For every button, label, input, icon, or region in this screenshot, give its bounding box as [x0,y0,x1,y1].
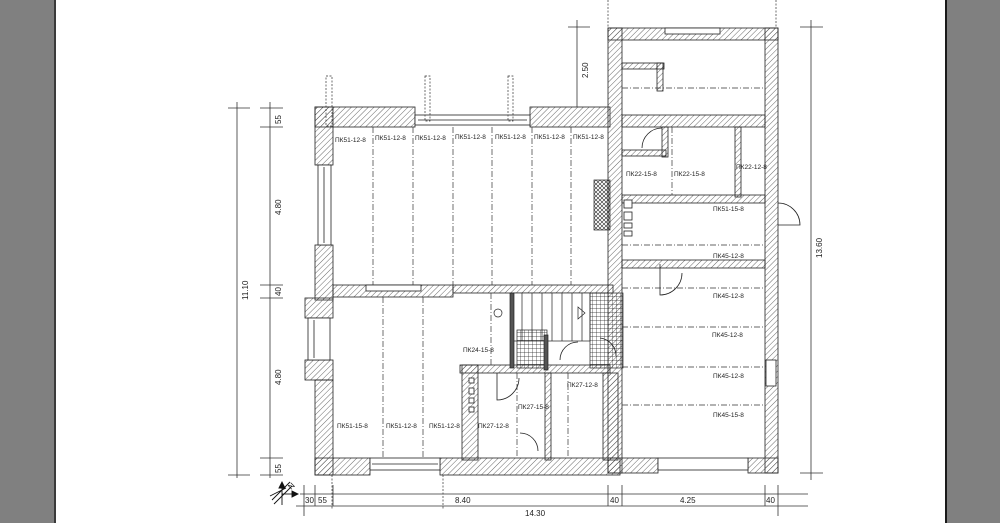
svg-text:4.25: 4.25 [680,496,696,505]
windows [307,27,777,471]
svg-text:ПК22-15-8: ПК22-15-8 [626,171,657,178]
svg-text:ПК51-15-8: ПК51-15-8 [337,423,368,430]
svg-text:ПК51-12-8: ПК51-12-8 [495,134,526,141]
svg-text:2.50: 2.50 [581,62,590,78]
svg-text:ПК51-12-8: ПК51-12-8 [429,423,460,430]
slab-labels: ПК51-12-8 ПК51-12-8 ПК51-12-8 ПК51-12-8 … [335,134,767,430]
svg-text:40: 40 [766,496,775,505]
svg-text:14.30: 14.30 [525,509,546,518]
svg-text:4.80: 4.80 [274,369,283,385]
svg-text:4.80: 4.80 [274,199,283,215]
foundation-lines [325,0,777,510]
svg-text:ПК51-12-8: ПК51-12-8 [534,134,565,141]
ventilation-ducts [468,199,633,413]
viewer-left-margin [0,0,56,523]
svg-text:55: 55 [274,115,283,124]
drawing-page: ПК51-12-8 ПК51-12-8 ПК51-12-8 ПК51-12-8 … [56,0,945,523]
dimension-lines [228,20,823,516]
svg-text:ПК51-12-8: ПК51-12-8 [573,134,604,141]
svg-text:ПК45-12-8: ПК45-12-8 [713,373,744,380]
svg-text:ПК51-12-8: ПК51-12-8 [455,134,486,141]
svg-text:N: N [286,481,297,492]
svg-text:ПК51-12-8: ПК51-12-8 [386,423,417,430]
svg-text:ПК27-15-8: ПК27-15-8 [518,404,549,411]
floor-plan: ПК51-12-8 ПК51-12-8 ПК51-12-8 ПК51-12-8 … [228,0,824,518]
svg-text:30: 30 [305,496,314,505]
svg-text:40: 40 [610,496,619,505]
svg-text:13.60: 13.60 [815,237,824,258]
svg-text:ПК51-12-8: ПК51-12-8 [375,135,406,142]
svg-text:ПК45-12-8: ПК45-12-8 [713,293,744,300]
slab-lines [372,87,765,458]
svg-text:55: 55 [274,464,283,473]
viewer-right-margin [945,0,1000,523]
svg-text:40: 40 [274,287,283,296]
svg-text:ПК51-12-8: ПК51-12-8 [415,135,446,142]
staircase [493,179,624,371]
svg-text:ПК22-15-8: ПК22-15-8 [674,171,705,178]
svg-text:ПК24-15-8: ПК24-15-8 [463,347,494,354]
dimension-labels: 11.10 55 4.80 40 4.80 55 2.50 13.60 30 5… [241,62,824,518]
svg-text:ПК27-12-8: ПК27-12-8 [567,382,598,389]
svg-text:ПК51-12-8: ПК51-12-8 [335,137,366,144]
svg-text:ПК45-12-8: ПК45-12-8 [712,332,743,339]
svg-text:ПК51-15-8: ПК51-15-8 [713,206,744,213]
svg-text:ПК22-12-8: ПК22-12-8 [736,164,767,171]
svg-text:ПК45-15-8: ПК45-15-8 [713,412,744,419]
svg-text:ПК27-12-8: ПК27-12-8 [478,423,509,430]
svg-text:11.10: 11.10 [241,280,250,300]
svg-text:8.40: 8.40 [455,496,471,505]
doors [496,127,801,452]
north-arrow-icon: N [269,481,300,505]
svg-text:55: 55 [318,496,327,505]
svg-text:ПК45-12-8: ПК45-12-8 [713,253,744,260]
